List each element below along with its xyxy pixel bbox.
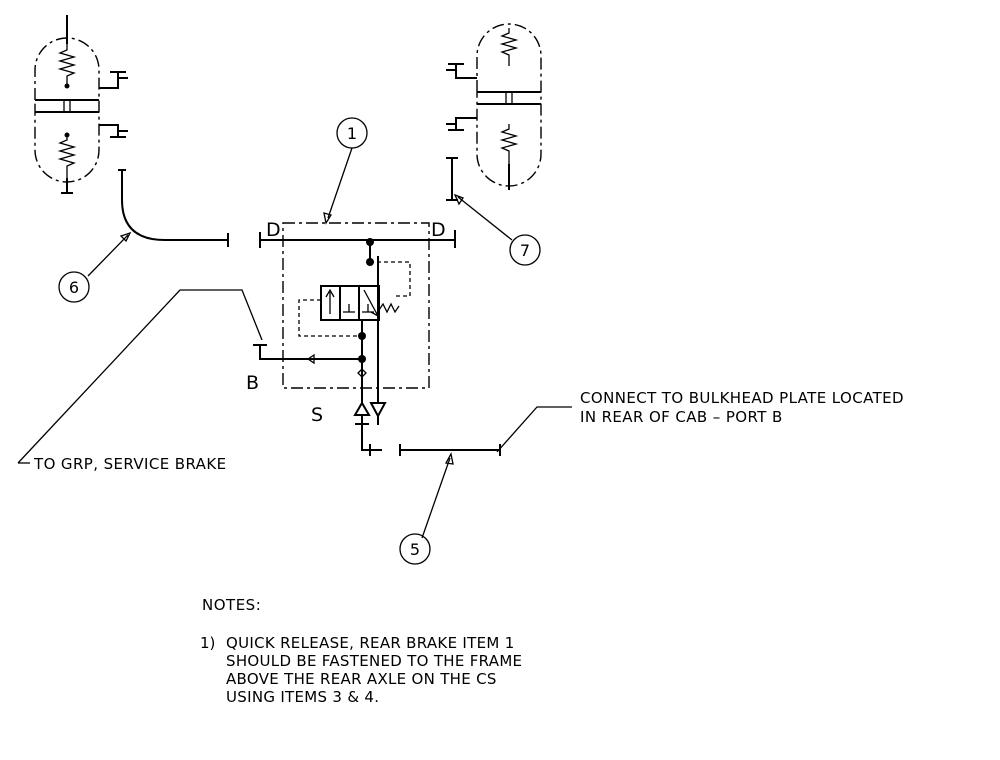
supply-triangle-icon — [353, 401, 371, 416]
note-line: SHOULD BE FASTENED TO THE FRAME — [226, 652, 523, 670]
callout-5: 5 — [399, 533, 431, 565]
notes-title: NOTES: — [202, 596, 262, 614]
left-brake-chamber — [34, 15, 128, 194]
annotation-connect-line2: IN REAR OF CAB – PORT B — [580, 408, 783, 426]
notes-block: NOTES: 1) QUICK RELEASE, REAR BRAKE ITEM… — [200, 596, 620, 706]
callout-1-label: 1 — [347, 124, 357, 143]
spring-upper-icon — [499, 28, 519, 66]
quick-release-valve — [253, 222, 456, 456]
hose-5 — [399, 444, 501, 456]
callout-7-label: 7 — [520, 241, 530, 260]
port-label-s: S — [311, 404, 323, 426]
exhaust-triangle-icon — [369, 402, 387, 419]
callout-5-label: 5 — [410, 540, 420, 559]
spring-lower-icon — [499, 124, 519, 164]
port-label-d-left: D — [266, 219, 281, 241]
note-line: USING ITEMS 3 & 4. — [226, 688, 380, 706]
leaders — [17, 147, 572, 539]
spring-lower-icon — [57, 135, 77, 178]
port-label-b: B — [246, 372, 259, 394]
note-number: 1) — [200, 634, 216, 652]
hose-6 — [118, 169, 229, 247]
port-label-d-right: D — [431, 219, 446, 241]
right-brake-chamber — [446, 23, 542, 190]
callout-6-label: 6 — [69, 278, 79, 297]
callout-6: 6 — [58, 271, 90, 303]
note-item: 1) QUICK RELEASE, REAR BRAKE ITEM 1 SHOU… — [200, 634, 620, 706]
hose-7 — [446, 157, 458, 201]
note-text: QUICK RELEASE, REAR BRAKE ITEM 1 SHOULD … — [226, 634, 522, 706]
annotation-to-grp: TO GRP, SERVICE BRAKE — [33, 455, 226, 473]
annotation-connect-line1: CONNECT TO BULKHEAD PLATE LOCATED — [580, 389, 904, 407]
note-line: QUICK RELEASE, REAR BRAKE ITEM 1 — [226, 634, 515, 652]
spring-upper-icon — [57, 44, 77, 86]
callout-1: 1 — [336, 117, 368, 149]
callout-7: 7 — [509, 234, 541, 266]
check-valve-icon — [357, 368, 367, 378]
note-line: ABOVE THE REAR AXLE ON THE CS — [226, 670, 497, 688]
valve-spring-icon — [378, 302, 400, 314]
